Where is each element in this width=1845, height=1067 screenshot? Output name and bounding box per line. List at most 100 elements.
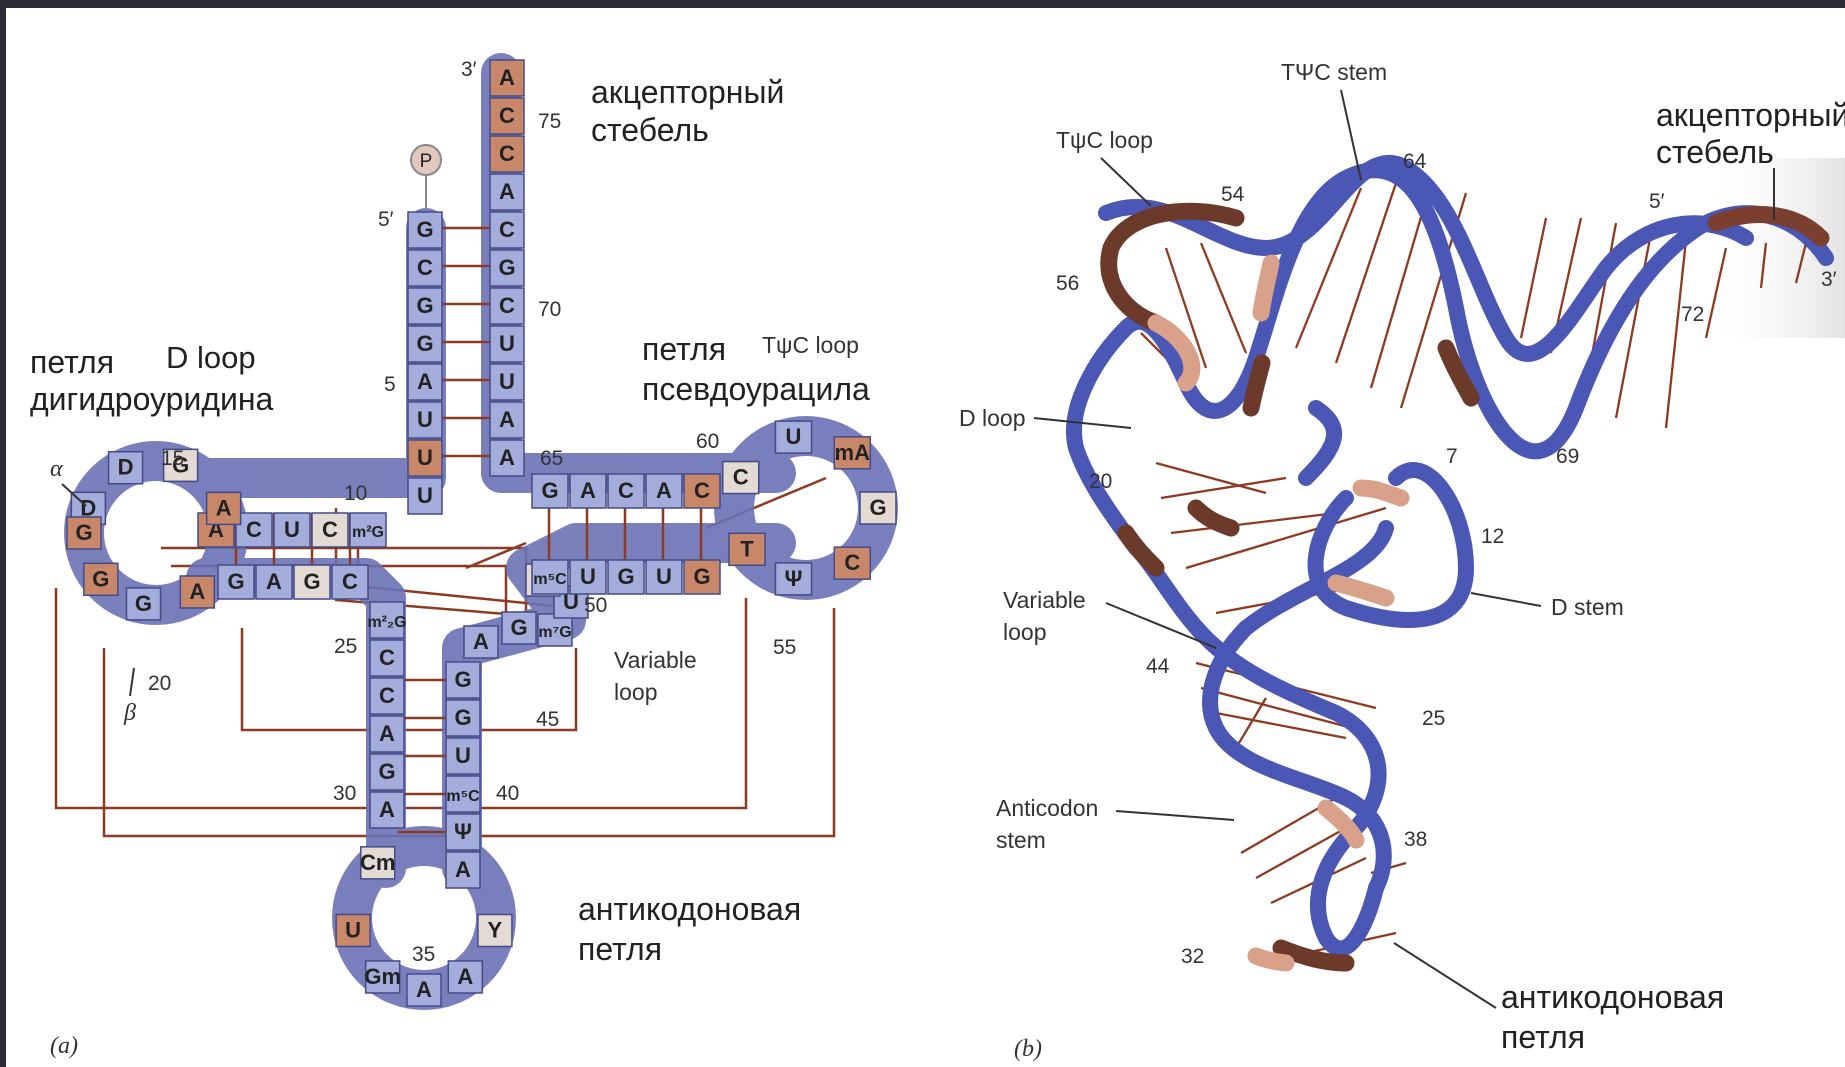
nucleotide-label: U [417,407,433,432]
nucleotide-label: mA [835,440,871,465]
nucleotide-label: C [246,517,262,542]
nucleotide-anticodon-stem: A [446,852,480,888]
nucleotide-acceptor-5prime: A [408,364,442,400]
nucleotide-acceptor-3prime: C [490,136,524,172]
anticodon-stem-leader [1116,811,1234,820]
d-stem-leader [1471,593,1541,606]
three-prime-label: 3′ [461,58,477,81]
tpc-loop-ru-1: петля [642,331,726,367]
nucleotide-acceptor-5prime: G [408,326,442,362]
position-number: 32 [1181,945,1204,968]
phosphate-label: P [420,151,433,172]
nucleotide-label: U [284,517,300,542]
nucleotide-d-loop: G [84,563,118,595]
nucleotide-label: U [417,445,433,470]
nucleotide-label: G [416,331,433,356]
nucleotide-acceptor-3prime: U [490,326,524,362]
nucleotide-tpc-stem: C [608,474,644,508]
anticodon-loop-leader [1394,943,1496,1008]
nucleotide-tpc-loop: U [775,421,811,453]
nucleotide-label: m²G [352,524,384,541]
nucleotide-label: D [118,455,134,480]
position-number: 30 [333,782,356,805]
position-number: 54 [1221,183,1245,206]
nucleotide-acceptor-3prime: A [490,174,524,210]
position-number: 56 [1056,272,1079,295]
d-loop-label: D loop [959,405,1025,431]
nucleotide-label: C [499,217,515,242]
nucleotide-d-stem: G [218,565,254,599]
nucleotide-tpc-stem: A [570,474,606,508]
position-number: 60 [696,430,719,453]
d-loop-en: D loop [166,340,256,375]
nucleotide-label: G [454,705,471,730]
nucleotide-d-stem: C [332,565,368,599]
nucleotide-tpc-stem: G [684,560,720,594]
nucleotide-label: G [378,759,395,784]
nucleotide-label: T [740,536,754,561]
position-number: 38 [1404,828,1427,851]
panel-b-label: (b) [1014,1036,1042,1062]
nucleotide-anticodon-loop: A [407,974,441,1006]
nucleotide-label: A [379,797,395,822]
position-number: 20 [1089,470,1112,493]
nucleotide-d-stem: m²G [350,513,386,547]
position-number: 70 [538,298,561,321]
nucleotide-anticodon-stem: C [370,678,404,714]
nucleotide-label: A [473,629,489,654]
position-number: 65 [540,447,563,470]
nucleotide-label: A [266,569,282,594]
anticodon-loop-ru-2: петля [1501,1019,1585,1055]
nucleotide-anticodon-stem: C [370,640,404,676]
nucleotide-d-stem: G [294,565,330,599]
nucleotide-label: G [135,591,152,616]
nucleotide-label: U [499,369,515,394]
nucleotide-acceptor-5prime: C [408,250,442,286]
anticodon-loop-ru-1: антикодоновая [1501,979,1724,1015]
nucleotide-label: A [417,369,433,394]
tpc-stem-leader [1341,90,1361,180]
nucleotide-d-stem: C [312,513,348,547]
nucleotide-label: G [869,495,886,520]
nucleotide-tpc-stem: A [646,474,682,508]
nucleotide-label: G [416,293,433,318]
nucleotide-anticodon-loop: A [448,961,482,993]
nucleotide-anticodon-stem: A [370,716,404,752]
nucleotide-label: U [580,564,596,589]
nucleotide-label: U [786,424,802,449]
position-number: 5 [384,373,396,396]
nucleotide-anticodon-stem: A [370,792,404,828]
nucleotide-label: G [541,478,558,503]
position-number: 12 [1481,525,1504,548]
nucleotide-tpc-stem: U [570,560,606,594]
nucleotide-d-loop: A [180,576,214,608]
nucleotide-tpc-loop: Ψ [775,563,811,595]
nucleotide-label: Gm [364,964,401,989]
nucleotide-acceptor-3prime: A [490,440,524,476]
d-stem-label: D stem [1551,594,1624,620]
nucleotide-label: Y [488,918,503,943]
nucleotide-label: U [345,918,361,943]
tpc-loop-leader [1101,158,1151,206]
d-loop-ru-1: петля [30,344,114,380]
nucleotide-anticodon-loop: Y [478,915,512,947]
five-prime-label: 5′ [378,208,394,231]
nucleotide-label: C [733,465,749,490]
nucleotide-label: G [416,217,433,242]
alpha-label: α [50,456,63,482]
nucleotide-label: m²₂G [367,614,406,631]
nucleotide-label: G [454,667,471,692]
nucleotide-label: C [844,550,860,575]
nucleotide-label: m⁷G [538,624,571,641]
nucleotide-label: C [417,255,433,280]
nucleotide-tpc-stem: C [684,474,720,508]
nucleotide-label: C [499,103,515,128]
nucleotide-d-loop: A [207,492,241,524]
nucleotide-label: G [227,569,244,594]
acceptor-stem-ru-2: стебель [1656,134,1774,170]
tpc-stem-label: TΨC stem [1281,59,1387,85]
nucleotide-label: G [75,520,92,545]
three-prime-label: 3′ [1821,268,1837,291]
